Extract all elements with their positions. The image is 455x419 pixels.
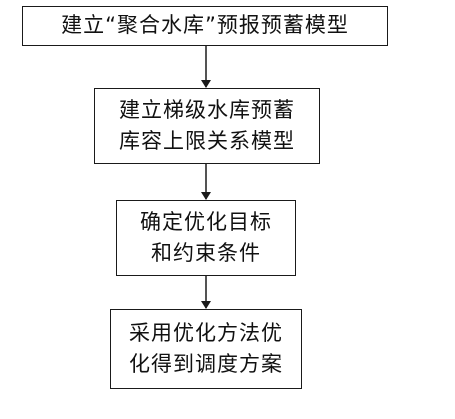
step-3-line-2: 和约束条件 [151,241,261,265]
step-4-line-1: 采用优化方法优 [129,320,283,345]
step-4-line-2: 化得到调度方案 [129,352,283,376]
step-build-storage-limit-model: 建立梯级水库预蓄 库容上限关系模型 [94,88,320,164]
step-optimize-dispatch-plan: 采用优化方法优 化得到调度方案 [110,309,302,389]
step-build-aggregated-reservoir-model: 建立“聚合水库”预报预蓄模型 [22,6,388,46]
step-2-line-1: 建立梯级水库预蓄 [119,97,295,122]
step-define-objectives-constraints: 确定优化目标 和约束条件 [116,200,296,276]
step-3-line-1: 确定优化目标 [140,209,272,234]
step-1-line-1: 建立“聚合水库”预报预蓄模型 [61,13,349,38]
step-2-line-2: 库容上限关系模型 [119,129,295,153]
